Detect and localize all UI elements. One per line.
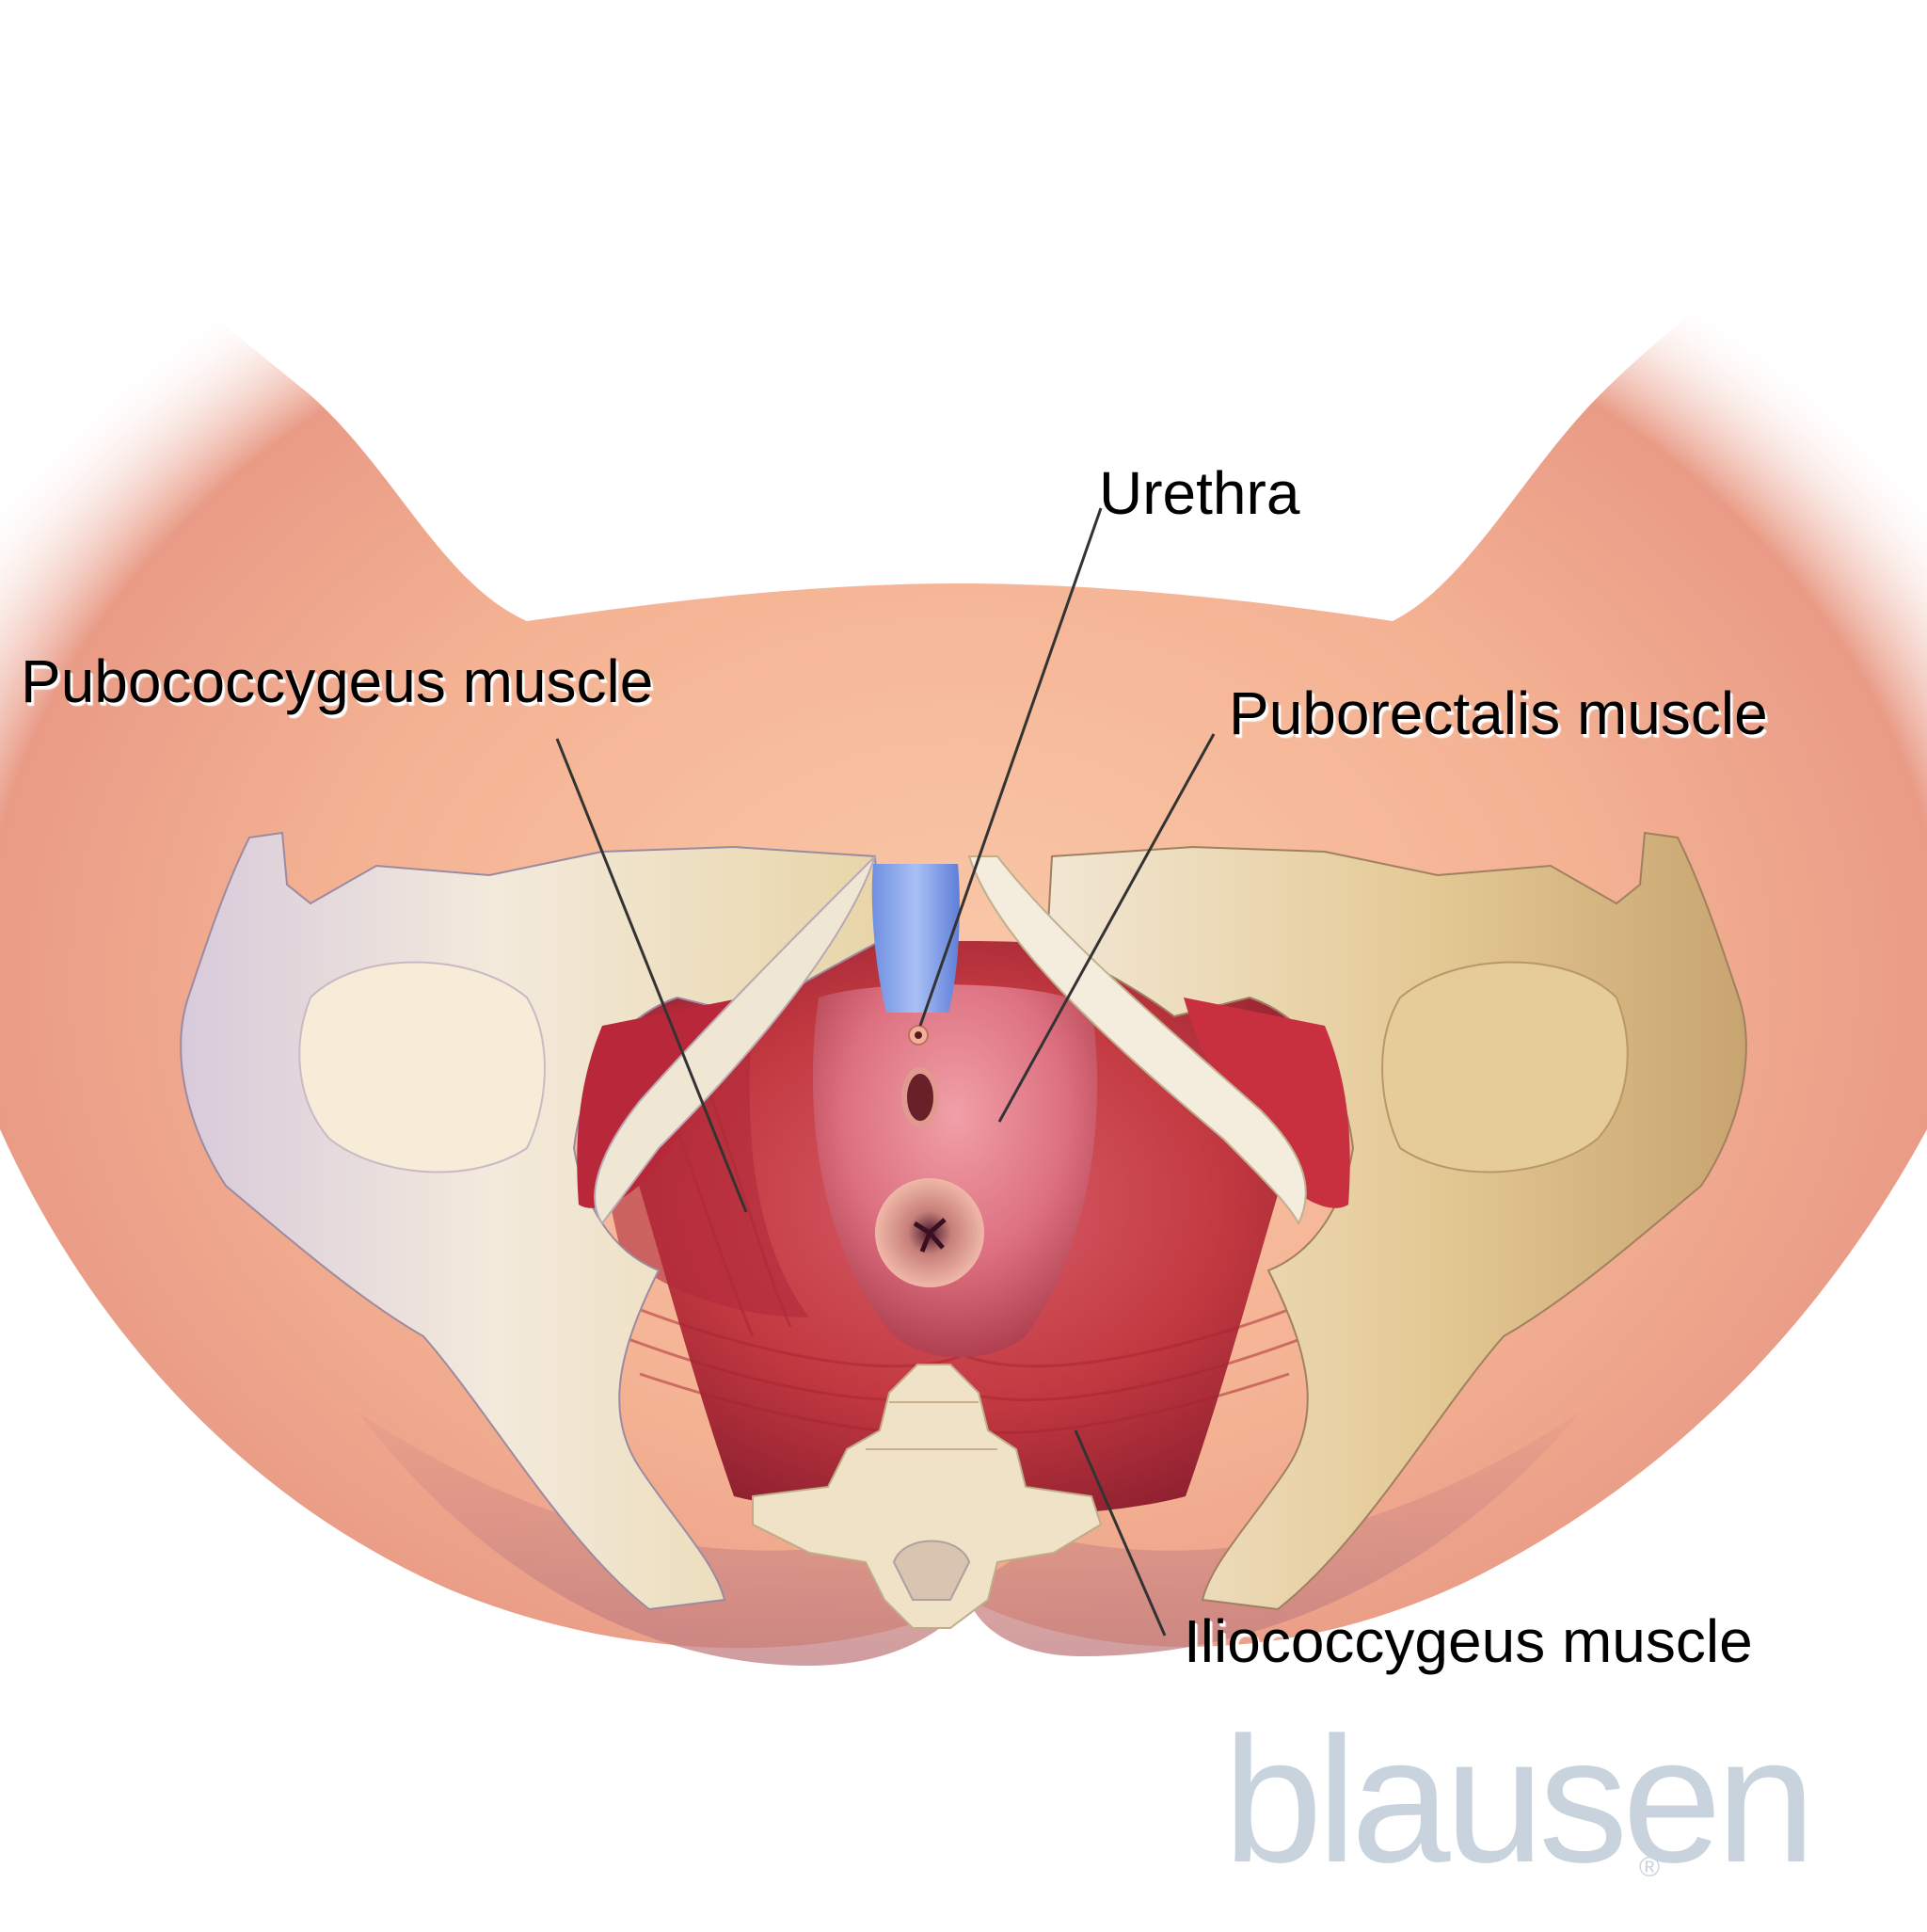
leader-lines xyxy=(555,507,1216,1637)
left-pubic-ramus xyxy=(594,855,876,1225)
label-pubococcygeus-muscle: Pubococcygeus muscle xyxy=(21,647,654,715)
pubic-symphysis xyxy=(871,864,960,1013)
top-fade xyxy=(0,0,1927,226)
registered-trademark-icon: ® xyxy=(1639,1852,1661,1883)
blausen-logo: blausen xyxy=(1223,1700,1816,1900)
label-urethra: Urethra xyxy=(1099,459,1300,527)
sacral-hiatus xyxy=(892,1540,971,1601)
coccyx-segments xyxy=(866,1401,997,1450)
right-pubic-ramus xyxy=(967,855,1307,1226)
pubococcygeus-leader-line xyxy=(555,738,748,1213)
vaginal-opening xyxy=(907,1074,933,1121)
label-iliococcygeus-muscle: Iliococcygeus muscle xyxy=(1184,1607,1753,1675)
coccyx xyxy=(752,1364,1103,1629)
left-acetabulum xyxy=(298,961,546,1174)
puborectalis-sling xyxy=(812,984,1098,1358)
iliococcygeus-leader-line xyxy=(1074,1429,1167,1637)
label-puborectalis-muscle: Puborectalis muscle xyxy=(1229,679,1768,747)
puborectalis-leader-line xyxy=(997,733,1216,1123)
urethra-leader-line xyxy=(918,507,1103,1027)
anal-folds xyxy=(913,1218,947,1253)
right-acetabulum xyxy=(1381,961,1629,1174)
right-obturator-muscle xyxy=(1184,998,1350,1208)
urethral-lumen xyxy=(915,1031,922,1039)
